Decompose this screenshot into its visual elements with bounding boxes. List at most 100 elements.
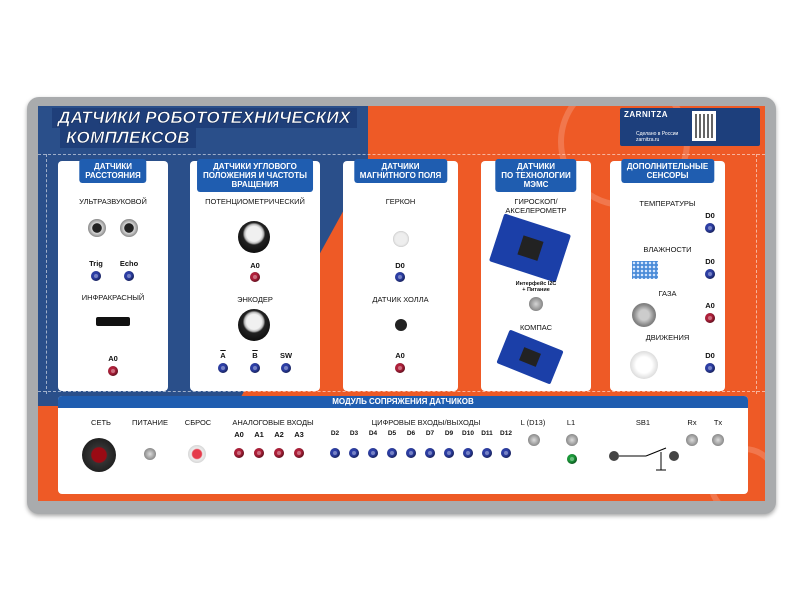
label-digital-pin: D5 <box>387 430 397 437</box>
pin-digital[interactable] <box>330 448 340 458</box>
brand-name: ZARNITZA <box>624 110 668 119</box>
pin-digital[interactable] <box>444 448 454 458</box>
label-trig: Trig <box>89 259 103 268</box>
interface-module-panel: МОДУЛЬ СОПРЯЖЕНИЯ ДАТЧИКОВ СЕТЬ ПИТАНИЕ … <box>58 396 748 494</box>
label-digital-pin: D4 <box>368 430 378 437</box>
pin-trig[interactable] <box>91 271 101 281</box>
label-a0: A0 <box>108 354 118 363</box>
label-digital-pin: D7 <box>425 430 435 437</box>
pin-digital[interactable] <box>387 448 397 458</box>
sensor-board: ДАТЧИКИ РОБОТОТЕХНИЧЕСКИХ КОМПЛЕКСОВ ZAR… <box>38 106 765 501</box>
dashed-line <box>38 391 765 392</box>
encoder-knob-icon[interactable] <box>238 309 270 341</box>
label-tx: Tx <box>713 418 723 427</box>
title-line-1: ДАТЧИКИ РОБОТОТЕХНИЧЕСКИХ <box>52 108 357 128</box>
pin-hall-a0[interactable] <box>395 363 405 373</box>
pin-encoder-a[interactable] <box>218 363 228 373</box>
pin-motion-d0[interactable] <box>705 363 715 373</box>
pin-ir-a0[interactable] <box>108 366 118 376</box>
label-i2c: Интерфейс I2C + Питание <box>515 281 557 293</box>
pin-l1[interactable] <box>567 454 577 464</box>
label-digital-pin: D2 <box>330 430 340 437</box>
panel-header: ДАТЧИКИ УГЛОВОГО ПОЛОЖЕНИЯ И ЧАСТОТЫ ВРА… <box>197 159 313 192</box>
label-humidity: ВЛАЖНОСТИ <box>643 245 692 254</box>
pin-analog[interactable] <box>274 448 284 458</box>
module-header: МОДУЛЬ СОПРЯЖЕНИЯ ДАТЧИКОВ <box>58 396 748 408</box>
label-a: A <box>220 351 226 360</box>
label-analog: АНАЛОГОВЫЕ ВХОДЫ <box>232 418 314 427</box>
label-hall: ДАТЧИК ХОЛЛА <box>372 295 429 304</box>
pin-digital[interactable] <box>482 448 492 458</box>
panel-header: ДАТЧИКИ ПО ТЕХНОЛОГИИ МЭМС <box>495 159 577 192</box>
pin-analog[interactable] <box>234 448 244 458</box>
pin-potentiometer-a0[interactable] <box>250 272 260 282</box>
pin-gas-a0[interactable] <box>705 313 715 323</box>
label-reed: ГЕРКОН <box>385 197 416 206</box>
label-d0: D0 <box>705 351 715 360</box>
label-a0: A0 <box>395 351 405 360</box>
label-reset: СБРОС <box>184 418 212 427</box>
pin-digital[interactable] <box>406 448 416 458</box>
qr-code-icon <box>692 111 716 141</box>
label-infrared: ИНФРАКРАСНЫЙ <box>81 293 145 302</box>
label-digital-pin: D12 <box>500 430 512 437</box>
infrared-sensor-icon <box>96 317 130 326</box>
label-analog-pin: A3 <box>294 430 304 439</box>
pin-echo[interactable] <box>124 271 134 281</box>
label-digital: ЦИФРОВЫЕ ВХОДЫ/ВЫХОДЫ <box>371 418 481 427</box>
tx-led-icon <box>712 434 724 446</box>
pin-humidity-d0[interactable] <box>705 269 715 279</box>
power-switch-button[interactable] <box>82 438 116 472</box>
pin-reed-d0[interactable] <box>395 272 405 282</box>
panel-header: ДАТЧИКИ РАССТОЯНИЯ <box>79 159 147 183</box>
label-gyro: ГИРОСКОП/ АКСЕЛЕРОМЕТР <box>505 197 567 215</box>
ultrasonic-receiver-icon <box>120 219 138 237</box>
dashed-line <box>38 154 765 155</box>
pin-analog[interactable] <box>254 448 264 458</box>
power-led-icon <box>144 448 156 460</box>
label-digital-pin: D9 <box>444 430 454 437</box>
pin-temperature-d0[interactable] <box>705 223 715 233</box>
pin-encoder-sw[interactable] <box>281 363 291 373</box>
label-rx: Rx <box>687 418 697 427</box>
label-ultrasonic: УЛЬТРАЗВУКОВОЙ <box>79 197 147 206</box>
hall-sensor-icon <box>395 319 407 331</box>
panel-magnetic-sensors: ДАТЧИКИ МАГНИТНОГО ПОЛЯ ГЕРКОН D0 ДАТЧИК… <box>343 159 458 391</box>
label-analog-pin: A1 <box>254 430 264 439</box>
label-temperature: ТЕМПЕРАТУРЫ <box>639 199 696 208</box>
i2c-connector-icon[interactable] <box>529 297 543 311</box>
compass-module-icon <box>496 329 564 385</box>
label-sw: SW <box>279 351 293 360</box>
label-analog-pin: A0 <box>234 430 244 439</box>
pin-analog[interactable] <box>294 448 304 458</box>
label-digital-pin: D6 <box>406 430 416 437</box>
potentiometer-knob-icon[interactable] <box>238 221 270 253</box>
pin-encoder-b[interactable] <box>250 363 260 373</box>
label-potentiometer: ПОТЕНЦИОМЕТРИЧЕСКИЙ <box>205 197 305 206</box>
panel-header: ДОПОЛНИТЕЛЬНЫЕ СЕНСОРЫ <box>620 159 715 183</box>
label-digital-pin: D10 <box>462 430 474 437</box>
reset-button[interactable] <box>188 445 206 463</box>
rx-led-icon <box>686 434 698 446</box>
pin-digital[interactable] <box>425 448 435 458</box>
label-a0: A0 <box>250 261 260 270</box>
pin-digital[interactable] <box>463 448 473 458</box>
pin-digital[interactable] <box>368 448 378 458</box>
switch-symbol-icon <box>609 447 679 471</box>
label-digital-pin: D11 <box>481 430 493 437</box>
motion-sensor-icon <box>630 351 658 379</box>
label-d0: D0 <box>395 261 405 270</box>
humidity-sensor-icon <box>632 261 658 279</box>
dashed-line <box>46 154 47 394</box>
panel-extra-sensors: ДОПОЛНИТЕЛЬНЫЕ СЕНСОРЫ ТЕМПЕРАТУРЫ D0 ВЛ… <box>610 159 725 391</box>
pin-digital[interactable] <box>501 448 511 458</box>
panel-angular-sensors: ДАТЧИКИ УГЛОВОГО ПОЛОЖЕНИЯ И ЧАСТОТЫ ВРА… <box>190 159 320 391</box>
label-a0: A0 <box>705 301 715 310</box>
gas-sensor-icon <box>632 303 656 327</box>
ultrasonic-emitter-icon <box>88 219 106 237</box>
board-title: ДАТЧИКИ РОБОТОТЕХНИЧЕСКИХ КОМПЛЕКСОВ <box>52 108 382 148</box>
pin-digital[interactable] <box>349 448 359 458</box>
label-l1: L1 <box>566 418 576 427</box>
